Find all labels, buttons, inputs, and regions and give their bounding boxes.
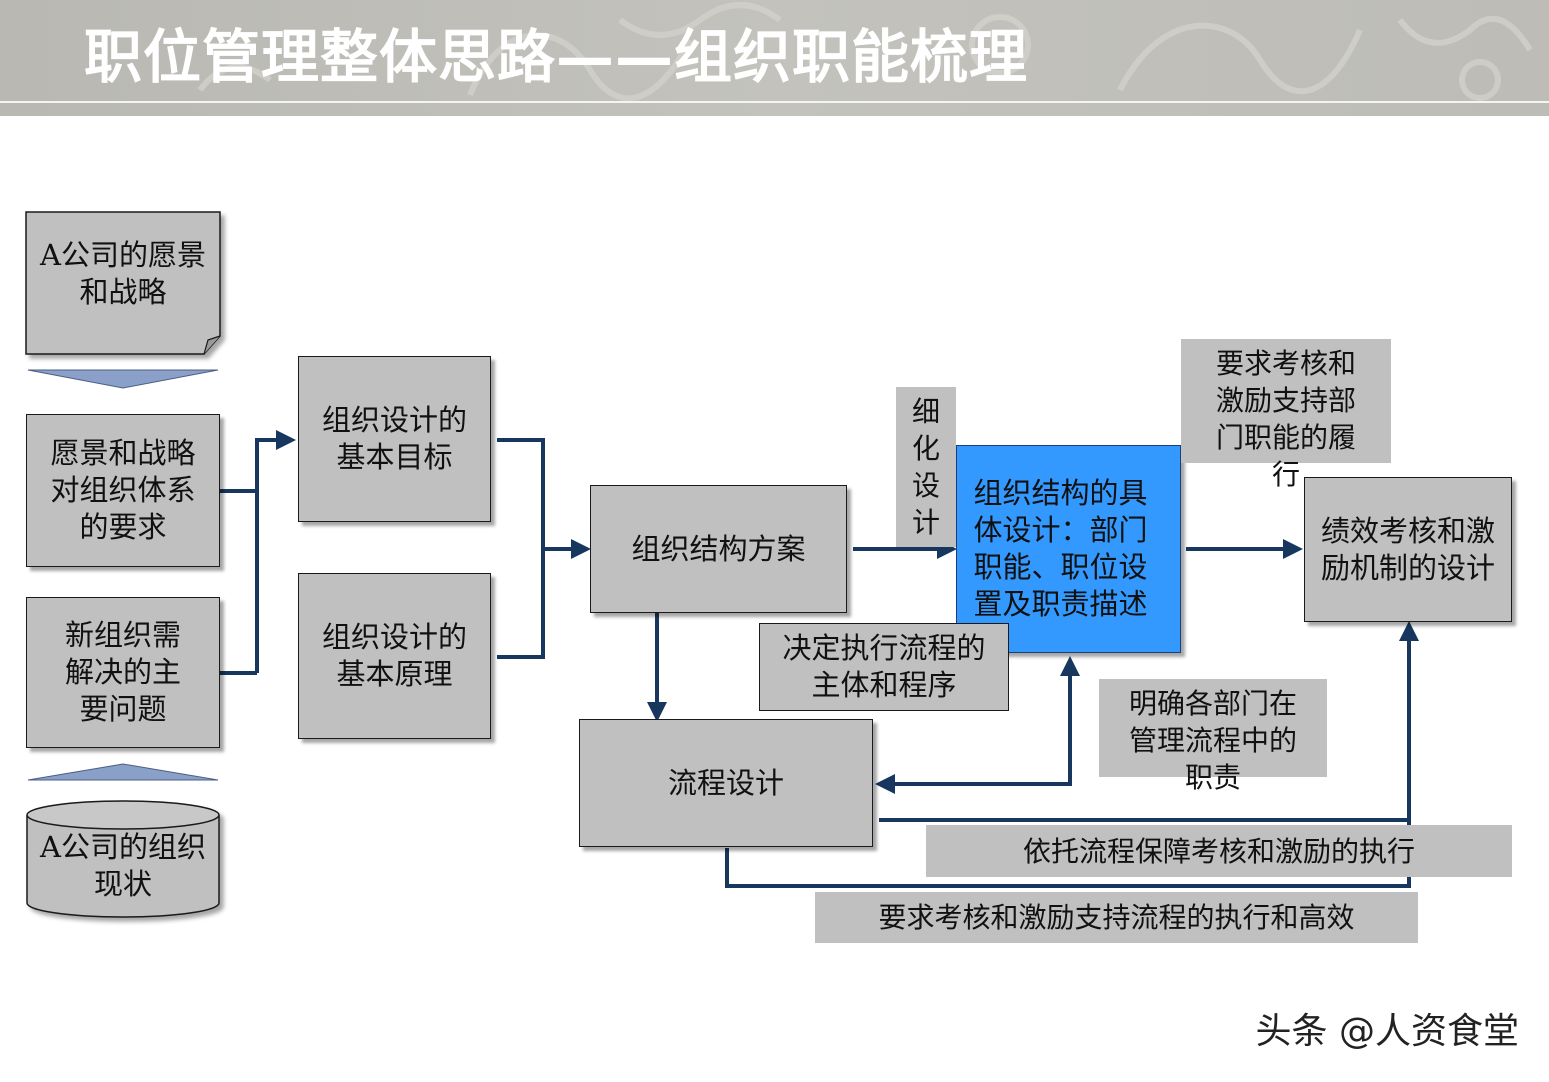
problems-label: 新组织需解决的主要问题: [64, 618, 181, 726]
current-label: A公司的组织现状: [40, 830, 206, 901]
clarify-label-box: 明确各部门在管理流程中的职责: [1099, 679, 1327, 794]
connector-goals: [497, 438, 545, 659]
problems-box: 新组织需解决的主要问题: [26, 597, 220, 748]
header-divider: [0, 101, 1549, 103]
header-banner: 职位管理整体思路——组织职能梳理: [0, 0, 1549, 116]
down-chevron-shape: [27, 369, 219, 389]
detailed-design-box: 组织结构的具体设计：部门职能、职位设置及职责描述: [956, 445, 1181, 653]
rely-flow-label-box: 依托流程保障考核和激励的执行: [926, 825, 1512, 877]
requirements-box: 愿景和战略对组织体系的要求: [26, 414, 220, 567]
support-flow-label-box: 要求考核和激励支持流程的执行和高效: [815, 892, 1418, 943]
rely-flow-label: 依托流程保障考核和激励的执行: [1022, 834, 1415, 868]
performance-label: 绩效考核和激励机制的设计: [1320, 513, 1495, 585]
decide-flow-label: 决定执行流程的主体和程序: [782, 631, 986, 702]
current-box: A公司的组织现状: [27, 826, 219, 906]
goals-label: 组织设计的基本目标: [321, 403, 467, 474]
principles-label: 组织设计的基本原理: [321, 620, 467, 691]
current-cylinder-shape: [26, 800, 220, 918]
up-chevron-shape: [27, 763, 219, 781]
vision-label: A公司的愿景和战略: [40, 238, 206, 309]
process-box: 流程设计: [579, 719, 873, 847]
vision-box: A公司的愿景和战略: [26, 212, 220, 336]
vision-fold-corner: [203, 335, 221, 355]
connector-to-goals: [255, 430, 296, 673]
decide-flow-label-box: 决定执行流程的主体和程序: [759, 623, 1009, 711]
goals-box: 组织设计的基本目标: [298, 356, 491, 522]
plan-box: 组织结构方案: [590, 485, 847, 613]
source-watermark: 头条 @人资食堂: [1255, 1011, 1519, 1052]
process-label: 流程设计: [667, 765, 784, 800]
page-title: 职位管理整体思路——组织职能梳理: [84, 23, 1029, 91]
support-flow-label: 要求考核和激励支持流程的执行和高效: [878, 901, 1355, 934]
requirements-label: 愿景和战略对组织体系的要求: [50, 436, 196, 544]
support-dept-label-box: 要求考核和激励支持部门职能的履行: [1181, 339, 1391, 491]
support-dept-label: 要求考核和激励支持部门职能的履行: [1215, 347, 1356, 491]
detailed-design-label: 组织结构的具体设计：部门职能、职位设置及职责描述: [973, 476, 1148, 621]
header-ornament-pattern: [197, 2, 1533, 102]
refine-label-box: 细化设计: [896, 387, 956, 547]
clarify-label: 明确各部门在管理流程中的职责: [1128, 687, 1297, 794]
plan-label: 组织结构方案: [631, 531, 806, 566]
performance-box: 绩效考核和激励机制的设计: [1304, 477, 1512, 622]
principles-box: 组织设计的基本原理: [298, 573, 491, 739]
refine-label: 细化设计: [911, 395, 940, 539]
